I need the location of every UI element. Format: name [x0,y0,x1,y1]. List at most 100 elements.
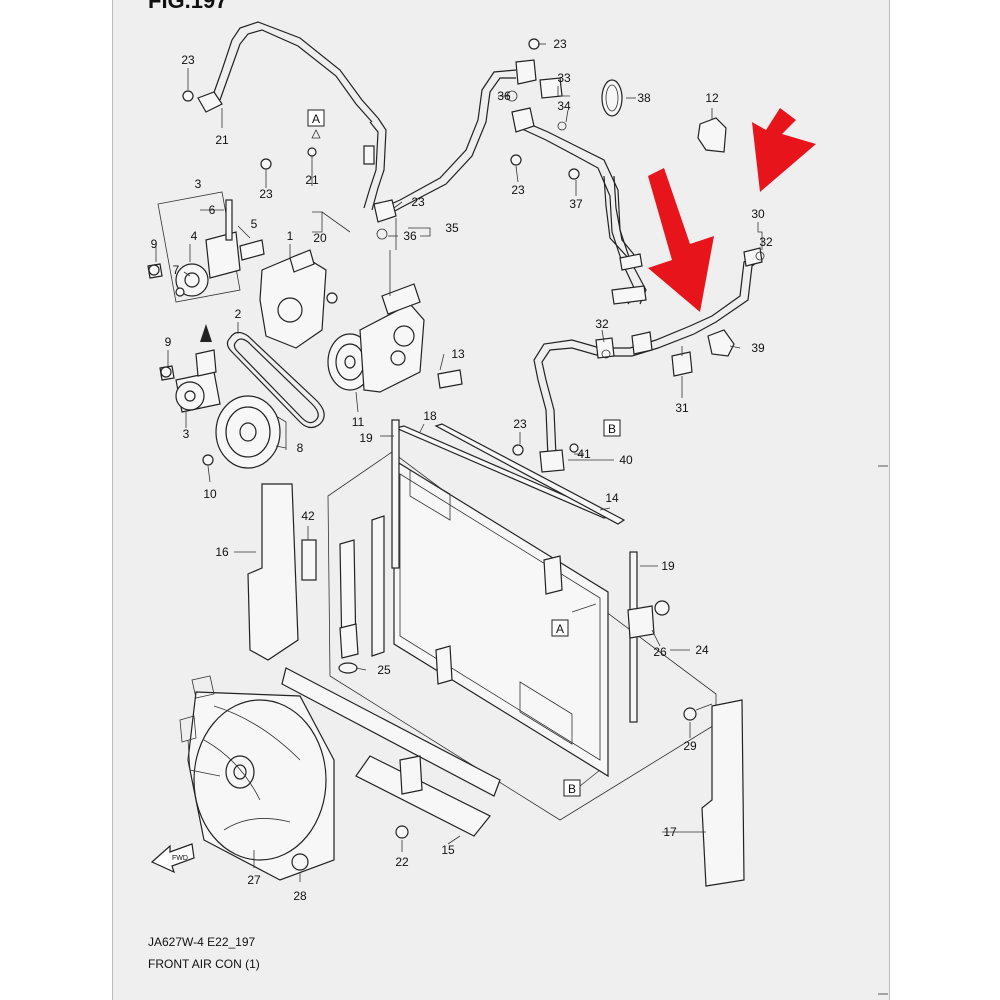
figure-code: JA627W-4 E22_197 [148,935,256,949]
callout-label: 37 [569,197,583,211]
red-arrow-icon [648,168,714,312]
callout-label: 36 [497,89,511,103]
nut-28 [291,853,309,871]
svg-text:A: A [312,112,320,126]
callout-label: 7 [173,263,180,277]
callout-label: 21 [215,133,229,147]
callout-label: 39 [751,341,765,355]
callout-label: 8 [297,441,304,455]
callout-label: 41 [577,447,591,461]
view-direction-marker [200,324,212,342]
callout-label: 19 [359,431,373,445]
figure-title: FIG.197 [148,0,227,13]
callout-label: 28 [293,889,307,903]
ref-marker-a-right: A [551,619,569,637]
callout-label: 19 [661,559,675,573]
callout-label: 36 [403,229,417,243]
callout-label: 12 [705,91,719,105]
callout-labels: 23 21 23 21 20 3 6 5 4 7 9 1 23 35 36 23… [151,37,773,903]
compressor-bracket [259,249,327,349]
callout-label: 23 [511,183,525,197]
seal-15 [281,667,501,837]
callout-label: 25 [377,663,391,677]
callout-label: 5 [251,217,258,231]
drive-belt [226,331,325,429]
seal-14 [434,423,626,525]
liquid-pipe-upper [511,77,647,305]
figure-name: FRONT AIR CON (1) [148,957,260,971]
callout-label: 4 [191,229,198,243]
callout-label: 42 [301,509,315,523]
svg-text:A: A [556,622,564,636]
callout-label: 21 [305,173,319,187]
pressure-switch [671,346,693,377]
callout-label: 3 [183,427,190,441]
callout-label: 31 [675,401,689,415]
bolt-29 [683,703,713,721]
callout-label: 33 [557,71,571,85]
receiver-dryer [338,515,385,674]
suction-hose [197,21,387,211]
callout-label: 9 [151,237,158,251]
callout-label: 23 [513,417,527,431]
svg-text:B: B [568,782,576,796]
svg-text:B: B [608,422,616,436]
callout-label: 14 [605,491,619,505]
clamp-12 [697,117,727,153]
callout-label: 17 [663,825,677,839]
fwd-arrow-icon: FWD [150,843,195,874]
callout-label: 6 [209,203,216,217]
callout-label: 9 [165,335,172,349]
callout-label: 29 [683,739,697,753]
callout-label: 38 [637,91,651,105]
bracket-26 [627,600,670,639]
idler-assembly [159,349,221,413]
svg-text:FWD: FWD [172,855,188,862]
liquid-pipe-lower [533,247,763,473]
condenser [393,458,609,778]
seal-16 [247,483,299,661]
seal-17 [701,699,745,887]
callout-label: 24 [695,643,709,657]
callout-label: 32 [595,317,609,331]
compressor-pulley [215,395,287,469]
red-arrow-icon [752,108,816,192]
pipe-clamp-39 [707,329,735,357]
callout-label: 2 [235,307,242,321]
callout-label: 23 [411,195,425,209]
leader-lines [155,43,763,882]
callout-label: 13 [451,347,465,361]
callout-label: 22 [395,855,409,869]
callout-label: 27 [247,873,261,887]
callout-label: 30 [751,207,765,221]
ref-marker-a-top: A [307,109,325,139]
callout-label: 11 [352,415,365,429]
o-ring-38 [601,79,623,117]
callout-label: 26 [653,645,667,659]
pad-42 [301,539,317,581]
seal-19-left [391,419,400,569]
compressor [327,218,463,393]
ref-marker-b-bottom: B [563,769,601,797]
callout-label: 3 [195,177,202,191]
callout-label: 15 [441,843,455,857]
ref-marker-b-top: B [603,419,621,437]
bolts [148,38,765,466]
callout-label: 35 [445,221,459,235]
callout-label: 40 [619,453,633,467]
bolt-22 [395,825,409,839]
tensioner-assembly [147,191,265,303]
callout-label: 23 [553,37,567,51]
callout-label: 32 [759,235,773,249]
callout-label: 16 [215,545,229,559]
condenser-fan [179,675,335,881]
callout-label: 23 [181,53,195,67]
discharge-hose [373,59,537,223]
callout-label: 20 [313,231,327,245]
callout-label: 1 [287,229,294,243]
callout-label: 23 [259,187,273,201]
callout-label: 18 [423,409,437,423]
callout-label: 10 [203,487,217,501]
